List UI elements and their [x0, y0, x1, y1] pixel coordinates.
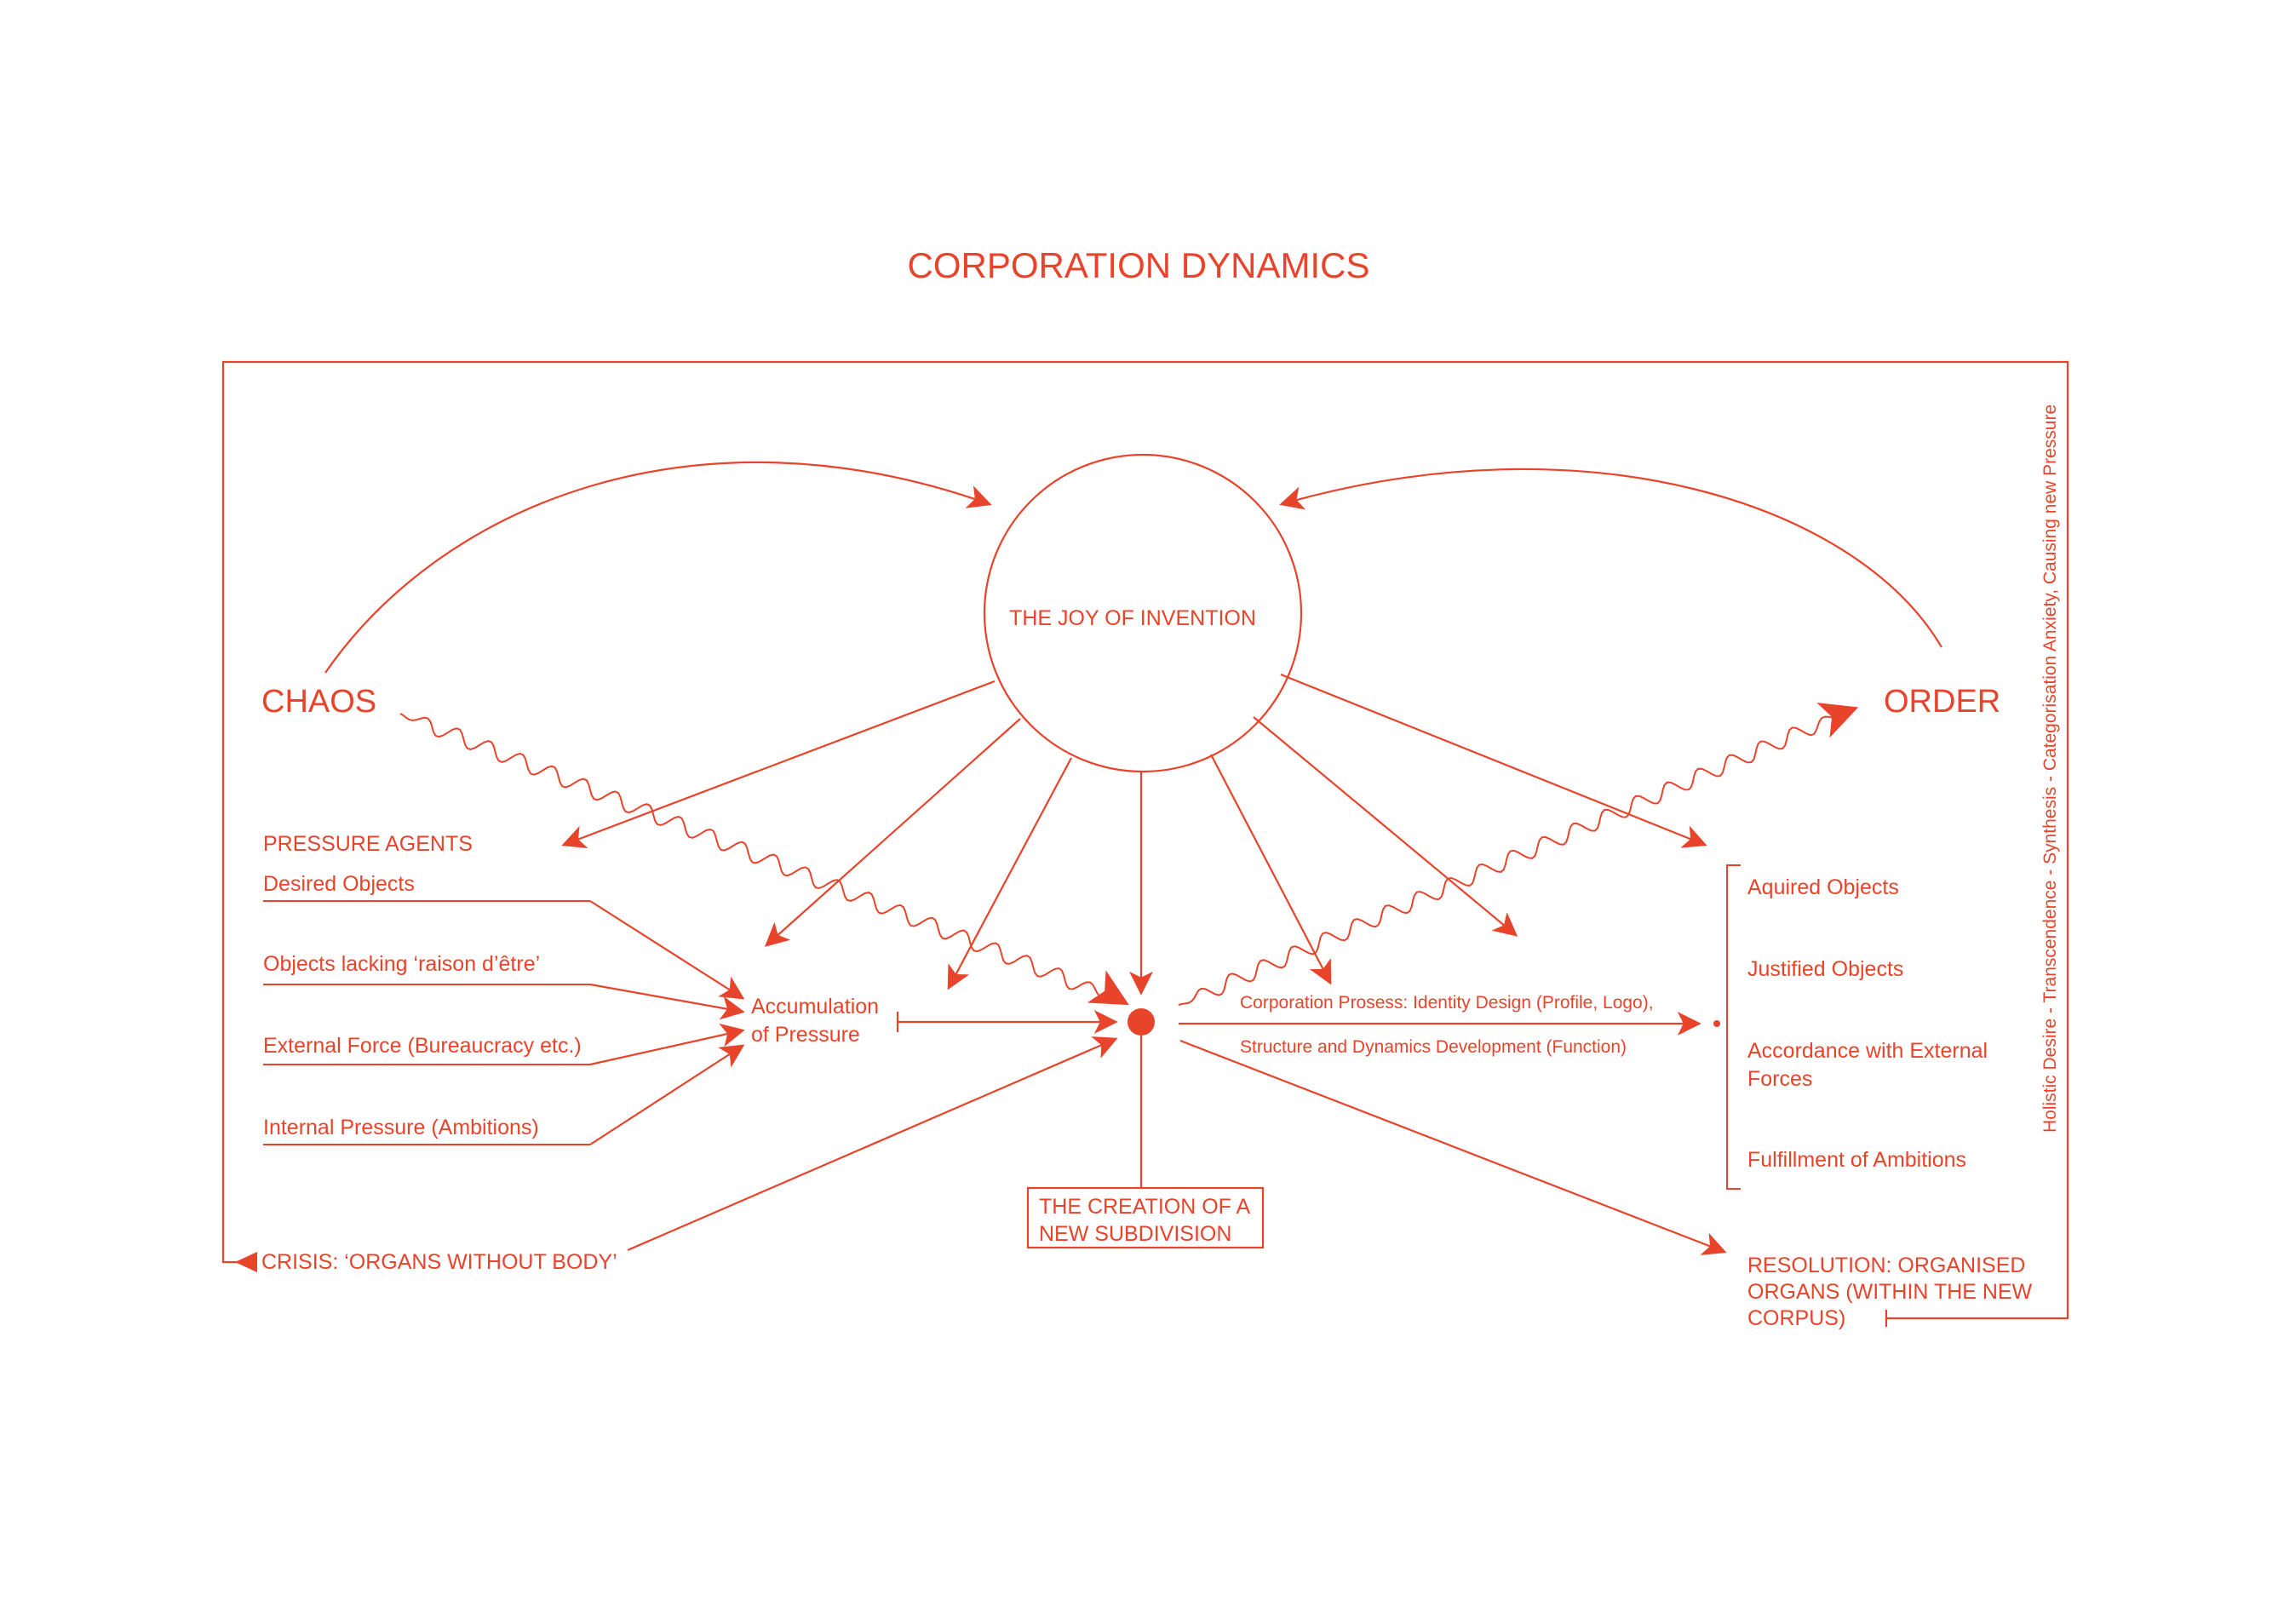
- order-wavy-arrow: [1178, 703, 1859, 1006]
- ray-to-pressure-agents: [561, 680, 996, 849]
- pressure-agent-arrow: [589, 983, 745, 1020]
- ray-to-left-center: [947, 757, 1072, 990]
- creation-box: [1026, 1186, 1265, 1249]
- pressure-agent-label: External Force (Bureaucracy etc.): [263, 1034, 582, 1058]
- chaos-wavy-arrow: [399, 713, 1129, 1006]
- chaos-arc-arrow: [324, 461, 992, 674]
- process-line: Corporation Prosess: Identity Design (Pr…: [1240, 993, 1654, 1013]
- ray-to-process: [1210, 754, 1332, 985]
- accumulation-line: Accumulation: [751, 995, 879, 1019]
- center-node: [1128, 1008, 1155, 1036]
- outcome-label: Accordance with External Forces: [1747, 1039, 1994, 1091]
- outcomes-bracket: [1726, 864, 1741, 1190]
- resolution-line: CORPUS): [1747, 1306, 1845, 1330]
- crisis-label: CRISIS: ‘ORGANS WITHOUT BODY’: [261, 1250, 617, 1274]
- ray-to-right-center: [1253, 716, 1518, 937]
- ray-to-accumulation: [764, 718, 1021, 947]
- outcome-label: Justified Objects: [1747, 957, 1903, 981]
- creation-box-label: THE CREATION OF A NEW SUBDIVISION: [1039, 1195, 1255, 1246]
- process-endpoint-dot: [1713, 1020, 1720, 1027]
- creation-line: THE CREATION OF A: [1039, 1195, 1250, 1219]
- order-label: ORDER: [1884, 684, 2000, 720]
- crisis-to-center-arrow: [627, 1036, 1118, 1252]
- resolution-line: RESOLUTION: ORGANISED: [1747, 1254, 2025, 1277]
- order-arc-arrow: [1279, 468, 1942, 648]
- process-line: Structure and Dynamics Development (Func…: [1240, 1037, 1627, 1057]
- chaos-label: CHAOS: [261, 684, 376, 720]
- resolution-line: ORGANS (WITHIN THE NEW: [1747, 1280, 2033, 1304]
- vertical-side-note: Holistic Desire - Transcendence - Synthe…: [2040, 405, 2060, 1133]
- pressure-agent-label: Desired Objects: [263, 872, 415, 896]
- feedback-frame-line: [221, 360, 2069, 1320]
- accumulation-label: Accumulation of Pressure: [751, 995, 885, 1047]
- feedback-frame-arrowhead: [235, 1252, 257, 1272]
- outcome-line: Forces: [1747, 1067, 1812, 1091]
- diagram-title: CORPORATION DYNAMICS: [908, 245, 1370, 285]
- outcome-label: Aquired Objects: [1747, 875, 1899, 899]
- pressure-agent-label: Internal Pressure (Ambitions): [263, 1116, 539, 1139]
- resolution-label: RESOLUTION: ORGANISED ORGANS (WITHIN THE…: [1747, 1254, 2038, 1330]
- pressure-agent-arrow: [589, 1044, 745, 1145]
- joy-of-invention-circle: [983, 453, 1303, 773]
- pressure-agents-heading: PRESSURE AGENTS: [263, 832, 473, 856]
- joy-of-invention-label: THE JOY OF INVENTION: [1009, 606, 1256, 630]
- outcome-line: Accordance with External: [1747, 1039, 1988, 1063]
- center-to-resolution-arrow: [1179, 1039, 1727, 1255]
- ray-to-outcomes: [1280, 673, 1707, 848]
- pressure-agent-arrow: [589, 900, 745, 1000]
- creation-line: NEW SUBDIVISION: [1039, 1222, 1231, 1246]
- pressure-agent-label: Objects lacking ‘raison d’être’: [263, 952, 540, 976]
- pressure-agent-arrow: [589, 1023, 745, 1066]
- outcome-label: Fulfillment of Ambitions: [1747, 1148, 1966, 1172]
- accumulation-line: of Pressure: [751, 1023, 860, 1047]
